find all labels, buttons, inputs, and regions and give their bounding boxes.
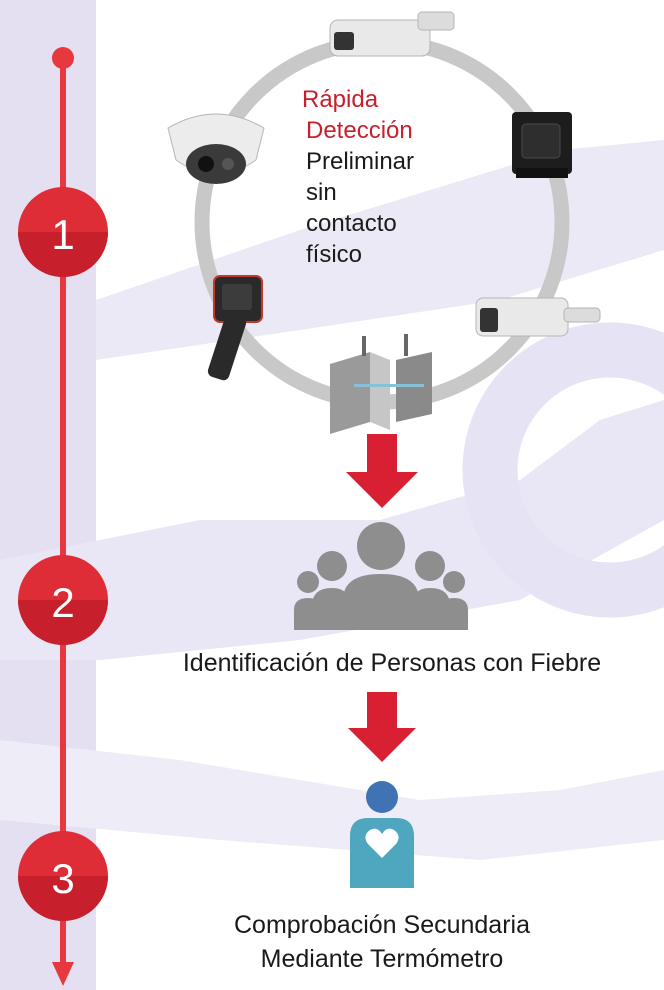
timeline-start-dot (52, 47, 74, 69)
person-heart-icon (350, 781, 414, 888)
handheld-thermal-camera-icon (207, 275, 263, 381)
cycle-body-line-2: sin (306, 179, 337, 206)
cycle-body-line-4: físico (306, 241, 363, 268)
dome-thermal-camera-icon (167, 113, 265, 184)
timeline-end-arrow (52, 962, 74, 986)
secondary-check-line-2: Mediante Termómetro (260, 945, 504, 973)
background-swoosh-mid (0, 400, 664, 660)
bullet-camera-icon (329, 11, 455, 57)
background-arc (462, 322, 664, 618)
box-camera-icon (512, 112, 572, 178)
identification-label: Identificación de Personas con Fiebre (182, 649, 602, 677)
turnstile-gate-icon (330, 334, 432, 434)
step-1-number: 1 (51, 211, 75, 258)
step-1-badge (18, 187, 108, 277)
cycle-body-line-3: contacto (306, 210, 397, 237)
cycle-title-line-2: Detección (306, 117, 413, 144)
secondary-check-line-1: Comprobación Secundaria (233, 911, 530, 939)
flow-arrow-down-1 (346, 434, 418, 508)
cycle-title-line-1: Rápida (302, 86, 379, 113)
step-2-badge (18, 555, 108, 645)
bullet-camera-side-icon (475, 297, 601, 337)
group-people-icon (294, 522, 468, 630)
background-swoosh-low (0, 740, 664, 860)
step-2-number: 2 (51, 579, 75, 626)
step-3-number: 3 (51, 855, 75, 902)
flow-arrow-down-2 (348, 692, 416, 762)
step-3-badge (18, 831, 108, 921)
cycle-body-line-1: Preliminar (306, 148, 415, 175)
